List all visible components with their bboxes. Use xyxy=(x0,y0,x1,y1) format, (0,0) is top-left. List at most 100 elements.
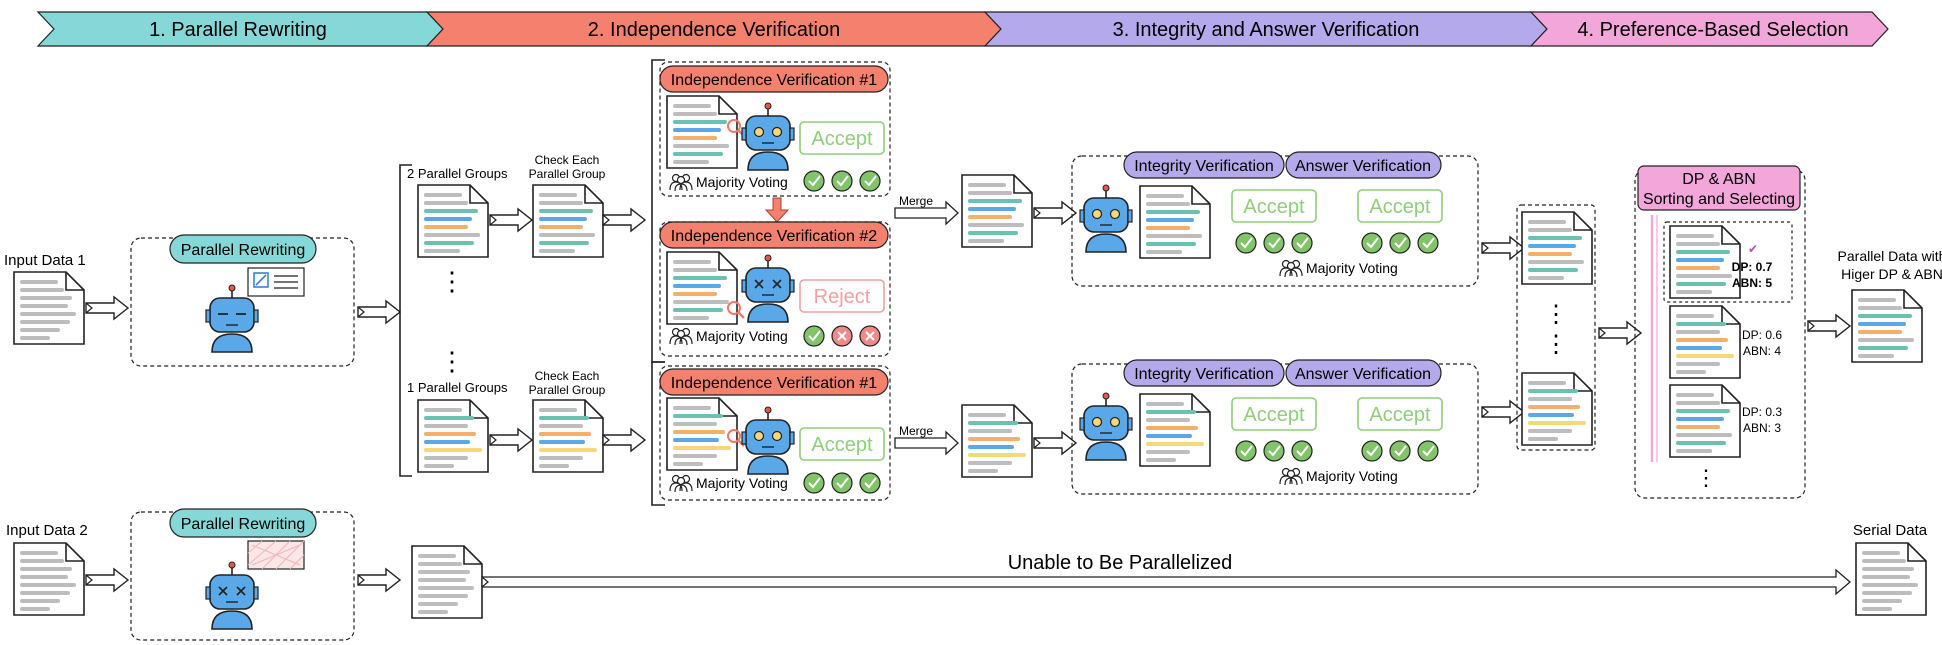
doc-icon xyxy=(1522,212,1592,284)
accept-text: Accept xyxy=(1243,404,1305,426)
indep-verify-1-pill xyxy=(659,65,889,93)
two-groups-label: 2 Parallel Groups xyxy=(407,166,508,181)
arrow-icon xyxy=(1033,201,1077,225)
accept-text: Accept xyxy=(811,128,873,150)
dp-value-3: DP: 0.3 xyxy=(1742,405,1782,419)
check-icon xyxy=(1263,440,1285,462)
rewriting-pill-1 xyxy=(169,234,317,264)
integrity-pill xyxy=(1123,359,1285,387)
check-group-doc-icon xyxy=(533,185,603,257)
indep-verify-3-title: Independence Verification #1 xyxy=(671,375,877,392)
stage-banner: 1. Parallel Rewriting 2. Independence Ve… xyxy=(36,11,1889,47)
abn-value-3: ABN: 3 xyxy=(1743,421,1781,435)
selection-ellipsis: ⋮ xyxy=(1695,465,1717,490)
group-bracket-bottom xyxy=(651,361,665,506)
indep-verify-3-box xyxy=(659,365,891,501)
unable-parallel-label: Unable to Be Parallelized xyxy=(1008,552,1233,574)
merge-arrow-icon xyxy=(894,200,959,226)
arrow-icon xyxy=(357,300,401,324)
selection-title-box xyxy=(1637,165,1801,211)
doc-icon xyxy=(1140,186,1210,258)
check-icon xyxy=(1417,232,1439,254)
vertical-ellipsis: ⋮ xyxy=(1544,331,1568,358)
arrow-icon xyxy=(85,568,129,592)
down-arrow-icon xyxy=(764,197,790,223)
check-each-line1: Check Each xyxy=(535,153,600,167)
check-icon xyxy=(1291,232,1313,254)
doc-icon xyxy=(1670,226,1740,298)
people-icon xyxy=(669,474,693,493)
arrow-icon xyxy=(1033,431,1077,455)
rewriting-label-2: Parallel Rewriting xyxy=(181,516,306,533)
check-icon xyxy=(859,472,881,494)
dp-value-1: DP: 0.7 xyxy=(1732,260,1773,274)
accept-text: Accept xyxy=(1369,404,1431,426)
indep-verify-2-pill xyxy=(659,221,889,249)
merge-arrow-icon xyxy=(894,430,959,456)
accept-badge xyxy=(1357,189,1443,223)
accept-badge xyxy=(1231,397,1317,431)
accept-badge xyxy=(799,427,885,461)
check-icon xyxy=(1361,440,1383,462)
people-icon xyxy=(1279,467,1303,486)
arrow-icon xyxy=(489,208,533,232)
doc-icon xyxy=(667,96,737,168)
doc-icon xyxy=(1522,373,1592,445)
output-label-line1: Parallel Data with xyxy=(1838,248,1942,264)
answer-label: Answer Verification xyxy=(1295,366,1431,383)
robot-icon xyxy=(1079,392,1133,461)
check-icon xyxy=(803,170,825,192)
check-each-line1-b: Check Each xyxy=(535,369,600,383)
arrow-icon xyxy=(1481,236,1525,260)
selected-item-box xyxy=(1663,221,1793,303)
serial-doc-icon xyxy=(412,546,482,618)
majority-voting-label: Majority Voting xyxy=(696,174,788,190)
doc-icon xyxy=(1670,385,1740,457)
answer-pill xyxy=(1285,359,1442,387)
two-groups-doc-icon xyxy=(418,185,488,257)
accept-text: Accept xyxy=(1243,196,1305,218)
rewriting-label-1: Parallel Rewriting xyxy=(181,242,306,259)
cross-icon xyxy=(831,325,853,347)
check-group-doc-icon xyxy=(533,400,603,472)
arrow-icon xyxy=(602,208,646,232)
group-bracket-top xyxy=(651,59,665,363)
indep-verify-1-title: Independence Verification #1 xyxy=(671,72,877,89)
merged-doc-icon xyxy=(962,175,1032,247)
abn-value-2: ABN: 4 xyxy=(1743,344,1781,358)
people-icon xyxy=(1279,259,1303,278)
input-data-1-doc-icon xyxy=(14,272,84,344)
check-each-line2-b: Parallel Group xyxy=(529,383,606,397)
stage-4-banner xyxy=(1529,11,1889,47)
rewriting-pill-2 xyxy=(169,508,317,538)
majority-voting-label: Majority Voting xyxy=(1306,468,1398,484)
accept-text: Accept xyxy=(811,434,873,456)
accept-text: Accept xyxy=(1369,196,1431,218)
input-data-1-label: Input Data 1 xyxy=(4,252,86,269)
one-group-doc-icon xyxy=(418,400,488,472)
stage-4-label: 4. Preference-Based Selection xyxy=(1577,19,1848,41)
arrow-icon xyxy=(1807,314,1851,338)
check-icon xyxy=(1417,440,1439,462)
check-icon xyxy=(859,170,881,192)
integrity-label: Integrity Verification xyxy=(1134,158,1274,175)
robot-icon xyxy=(741,102,795,171)
stage-2-label: 2. Independence Verification xyxy=(588,19,840,41)
robot-error-icon xyxy=(741,254,795,323)
check-icon xyxy=(1263,232,1285,254)
robot-error-icon xyxy=(205,561,259,630)
long-arrow-tail xyxy=(481,576,489,588)
empty-note-icon xyxy=(247,540,305,570)
check-icon xyxy=(1291,440,1313,462)
accept-badge xyxy=(1231,189,1317,223)
people-icon xyxy=(669,327,693,346)
check-icon xyxy=(1235,232,1257,254)
check-icon xyxy=(1389,440,1411,462)
input-data-2-label: Input Data 2 xyxy=(6,522,88,539)
arrow-icon xyxy=(1598,321,1642,345)
check-icon xyxy=(1235,440,1257,462)
output-label-line2: Higer DP & ABN xyxy=(1841,266,1942,282)
integrity-label: Integrity Verification xyxy=(1134,366,1274,383)
vertical-ellipsis: ⋮ xyxy=(1544,301,1568,328)
